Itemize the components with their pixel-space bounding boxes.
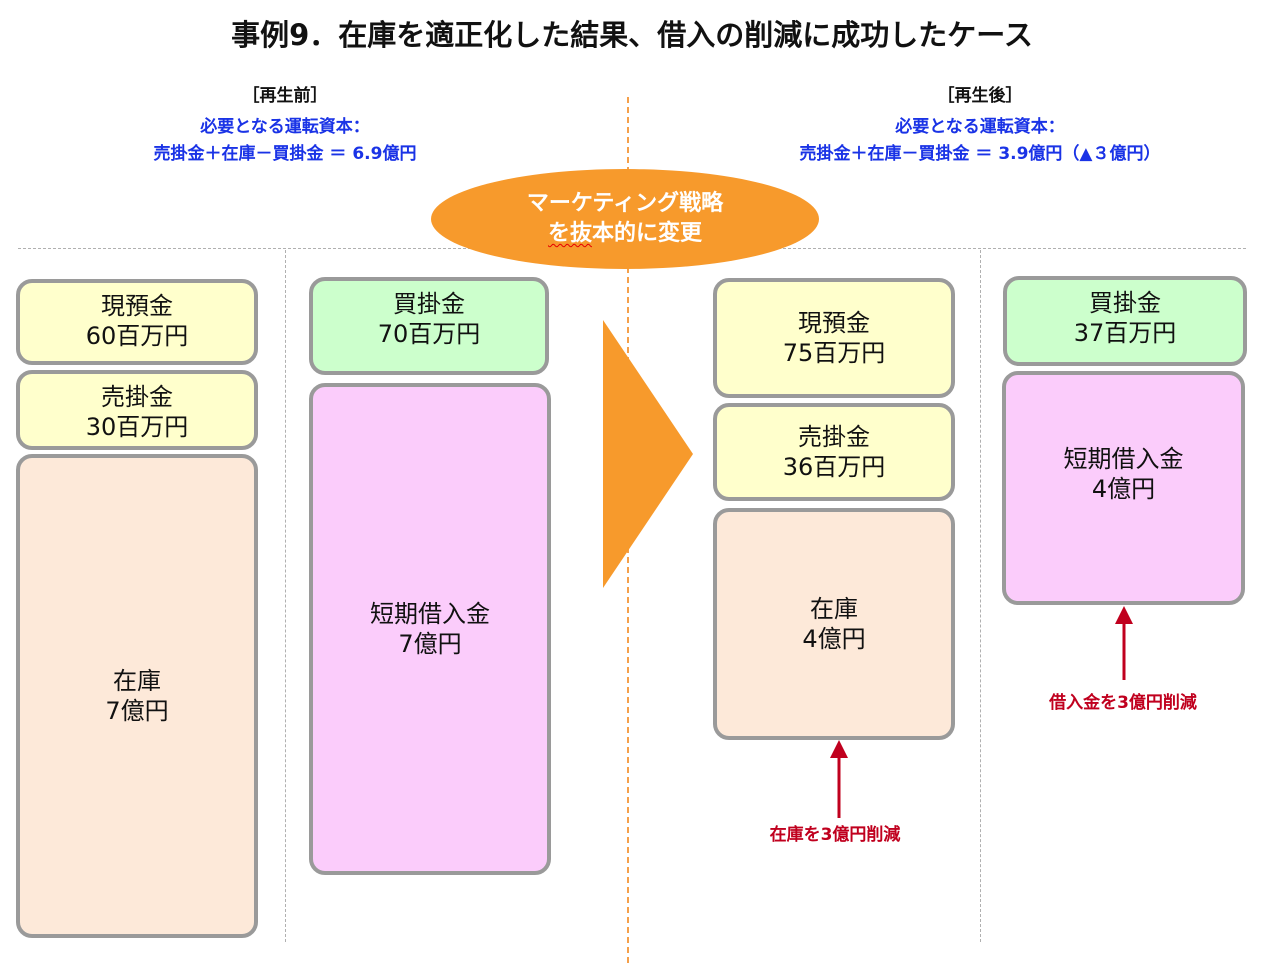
after-heading: ［再生後］ xyxy=(937,86,1023,106)
after-formula: 売掛金＋在庫－買掛金 ＝ 3.9億円（▲３億円） xyxy=(799,144,1161,164)
page-title: 事例9．在庫を適正化した結果、借入の削減に成功したケース xyxy=(231,18,1033,52)
after-receivable-value: 36百万円 xyxy=(782,453,886,481)
after-formula-label: 必要となる運転資本： xyxy=(895,117,1065,137)
before-inventory-value: 7億円 xyxy=(105,697,169,725)
after-loan-label: 短期借入金 xyxy=(1063,445,1184,473)
before-payable-label: 買掛金 xyxy=(393,290,465,318)
before-cash-box: 現預金 60百万円 xyxy=(16,279,258,365)
after-cash-box: 現預金 75百万円 xyxy=(713,278,955,398)
before-loan-box: 短期借入金 7億円 xyxy=(309,383,551,875)
strategy-rest-text: 本的に変更 xyxy=(592,221,703,246)
after-payable-value: 37百万円 xyxy=(1073,319,1177,347)
strategy-oval: マーケティング戦略 を抜本的に変更 xyxy=(431,169,819,269)
before-inventory-box: 在庫 7億円 xyxy=(16,454,258,938)
before-loan-label: 短期借入金 xyxy=(370,600,490,628)
before-heading: ［再生前］ xyxy=(242,86,328,106)
strategy-line2: を抜本的に変更 xyxy=(548,219,702,249)
inventory-reduction-note: 在庫を3億円削減 xyxy=(769,825,901,845)
before-payable-box: 買掛金 70百万円 xyxy=(309,277,549,375)
after-inventory-label: 在庫 xyxy=(810,595,858,623)
strategy-underlined-text: を抜 xyxy=(547,221,592,246)
after-cash-value: 75百万円 xyxy=(782,339,886,367)
before-cash-label: 現預金 xyxy=(101,292,173,320)
before-loan-value: 7億円 xyxy=(398,630,462,658)
after-column-divider xyxy=(980,250,981,942)
after-receivable-label: 売掛金 xyxy=(798,423,870,451)
before-formula: 売掛金＋在庫－買掛金 ＝ 6.9億円 xyxy=(153,144,417,164)
after-receivable-box: 売掛金 36百万円 xyxy=(713,403,955,501)
before-receivable-value: 30百万円 xyxy=(85,413,189,441)
after-payable-label: 買掛金 xyxy=(1089,289,1161,317)
after-cash-label: 現預金 xyxy=(798,309,870,337)
before-inventory-label: 在庫 xyxy=(113,667,161,695)
transition-arrow-icon xyxy=(603,320,693,588)
after-payable-box: 買掛金 37百万円 xyxy=(1003,276,1247,366)
before-receivable-label: 売掛金 xyxy=(101,383,173,411)
borrowing-reduction-note: 借入金を3億円削減 xyxy=(1049,693,1197,713)
before-column-divider xyxy=(285,250,286,942)
inventory-reduction-arrow-icon xyxy=(830,740,848,818)
before-payable-value: 70百万円 xyxy=(377,320,481,348)
after-inventory-value: 4億円 xyxy=(802,625,866,653)
after-loan-box: 短期借入金 4億円 xyxy=(1002,371,1245,605)
before-cash-value: 60百万円 xyxy=(85,322,189,350)
after-inventory-box: 在庫 4億円 xyxy=(713,508,955,740)
before-receivable-box: 売掛金 30百万円 xyxy=(16,370,258,450)
borrowing-reduction-arrow-icon xyxy=(1115,606,1133,680)
before-formula-label: 必要となる運転資本： xyxy=(200,117,370,137)
strategy-line1: マーケティング戦略 xyxy=(526,191,724,216)
after-loan-value: 4億円 xyxy=(1091,475,1156,503)
